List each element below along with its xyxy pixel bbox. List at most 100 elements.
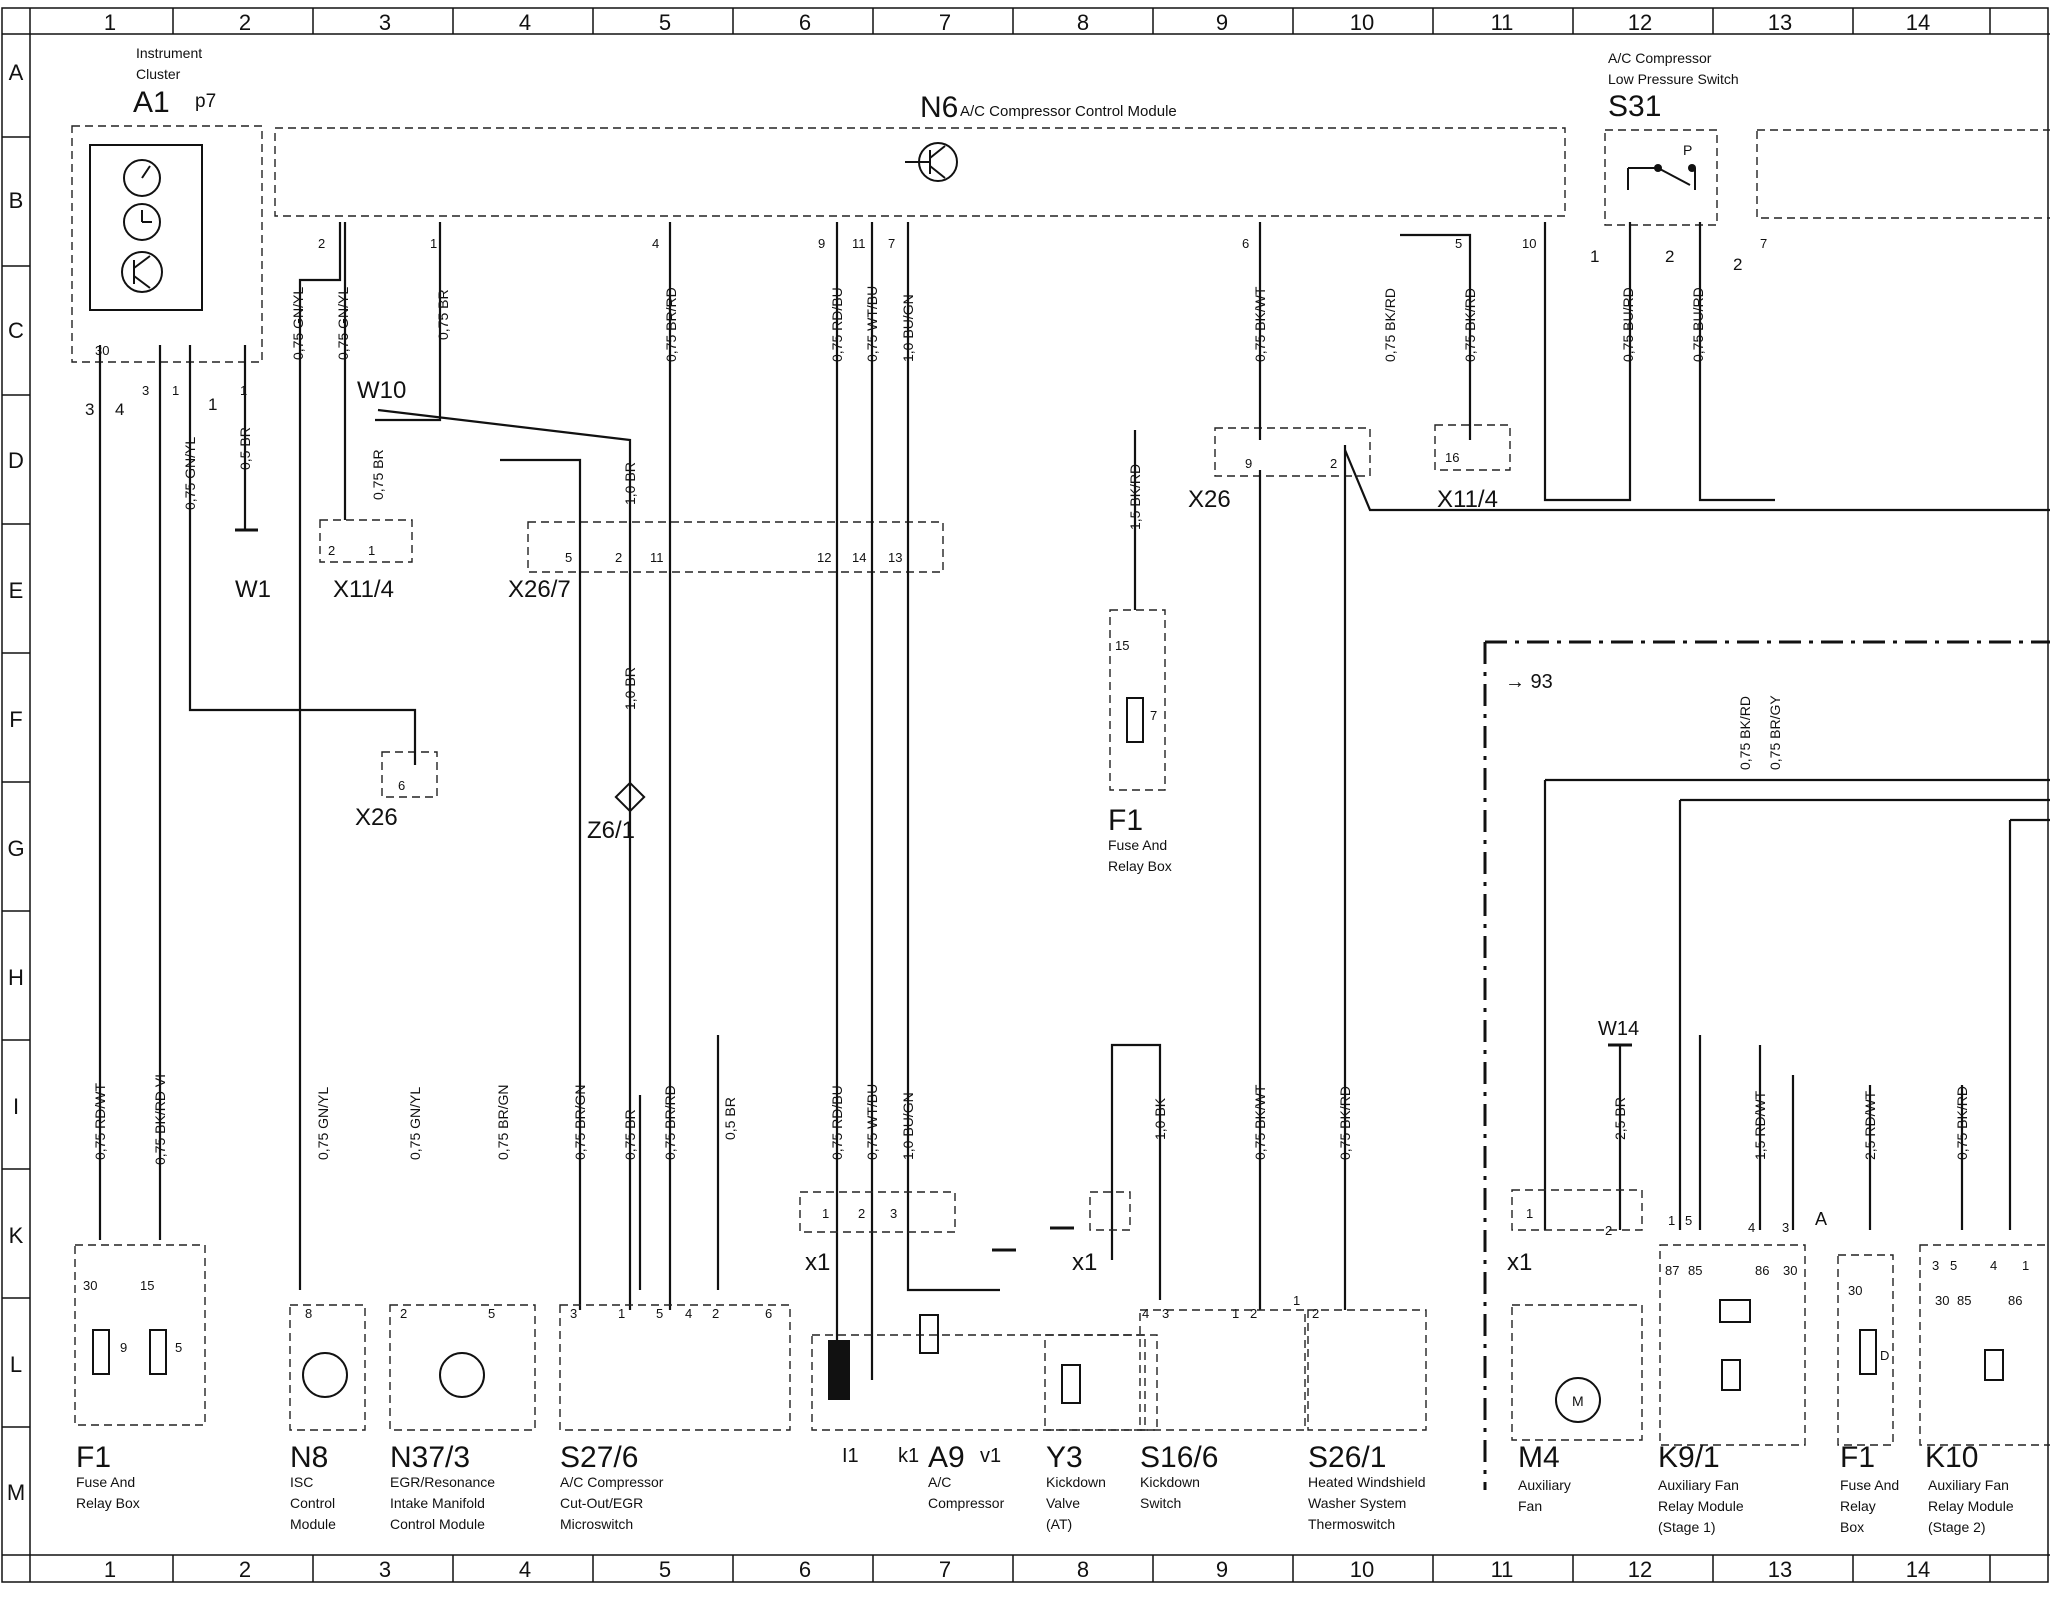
- wire-label: 0,75 GN/YL: [182, 437, 198, 510]
- pin-number: 2: [328, 543, 335, 558]
- connector-label: A: [1815, 1209, 1827, 1229]
- col-num: 12: [1628, 1557, 1652, 1582]
- pin-number: 11: [852, 236, 866, 251]
- component-desc: Fuse And: [76, 1474, 135, 1490]
- pin-number: 2: [1312, 1306, 1319, 1321]
- connector-label: X11/4: [333, 576, 394, 603]
- wire-label: 0,75 GN/YL: [335, 287, 351, 360]
- pin-number: 9: [818, 236, 825, 251]
- pin-number: 85: [1688, 1263, 1702, 1278]
- col-num: 5: [659, 1557, 671, 1582]
- pin-number: 87: [1665, 1263, 1679, 1278]
- pin-number: 4: [115, 400, 124, 419]
- wire-label: 0,5 BR: [722, 1097, 738, 1140]
- pin-number: 9: [120, 1340, 127, 1355]
- wire-label: 0,75 RD/BU: [829, 1085, 845, 1160]
- col-num: 9: [1216, 1557, 1228, 1582]
- col-num: 14: [1906, 10, 1930, 35]
- col-num: 1: [104, 10, 116, 35]
- component-desc: Washer System: [1308, 1495, 1406, 1511]
- s31-low-pressure-switch: A/C Compressor Low Pressure Switch S31 P: [1604, 50, 1739, 226]
- wire-label: 0,75 BK/RD: [1954, 1086, 1970, 1160]
- pin-number: 2: [858, 1206, 865, 1221]
- component-desc: Control: [290, 1495, 335, 1511]
- pin-number: 5: [1950, 1258, 1957, 1273]
- column-numbers-top: 1 2 3 4 5 6 7 8 9 10 11 12 13 14: [104, 10, 1930, 35]
- pin-number: 30: [83, 1278, 97, 1293]
- f1-mid-id: F1: [1108, 804, 1143, 837]
- pin-number: 1: [1526, 1206, 1533, 1221]
- component-desc: (AT): [1046, 1516, 1072, 1532]
- pin-number: 1: [430, 236, 437, 251]
- pin-number: 85: [1957, 1293, 1971, 1308]
- wire-label: 0,75 BR: [370, 449, 386, 500]
- wire-label: 1,0 BR: [622, 462, 638, 505]
- pin-number: 10: [1522, 236, 1536, 251]
- pin-number: 4: [1990, 1258, 1997, 1273]
- component-id: K9/1: [1658, 1441, 1720, 1474]
- pin-number: 6: [1242, 236, 1249, 251]
- pin-number: 9: [1245, 456, 1252, 471]
- connector-label: W10: [357, 377, 406, 404]
- component-id: N37/3: [390, 1441, 470, 1474]
- wire-label: 0,75 WT/BU: [864, 286, 880, 362]
- component-desc: Relay Box: [76, 1495, 140, 1511]
- wire-label: 0,75 BU/RD: [1620, 287, 1636, 362]
- col-num: 11: [1491, 1557, 1514, 1582]
- component-id: I1: [842, 1445, 859, 1467]
- component-desc: Cut-Out/EGR: [560, 1495, 643, 1511]
- col-num: 10: [1350, 10, 1374, 35]
- wire-label: 0,75 RD/BU: [829, 287, 845, 362]
- x26-7-strip: [527, 521, 944, 573]
- col-num: 13: [1768, 1557, 1792, 1582]
- wire-label: 0,75 BU/RD: [1690, 287, 1706, 362]
- col-num: 10: [1350, 1557, 1374, 1582]
- component-id: S26/1: [1308, 1441, 1386, 1474]
- row-letter: H: [8, 965, 24, 990]
- col-num: 2: [239, 1557, 251, 1582]
- ground-icon: [235, 528, 1632, 1252]
- f1-fuse-box-mid: [1109, 609, 1166, 791]
- x11-4-left: [319, 519, 413, 563]
- pin-number: 30: [1848, 1283, 1862, 1298]
- row-letter: B: [9, 188, 24, 213]
- x26-strip: [1214, 427, 1371, 477]
- row-letter: L: [10, 1352, 22, 1377]
- pin-number: 1: [2022, 1258, 2029, 1273]
- row-letter: G: [7, 836, 24, 861]
- col-num: 12: [1628, 10, 1652, 35]
- wire-label: 0,75 BR: [435, 289, 451, 340]
- connector-label: X26: [1188, 486, 1231, 513]
- transistor-icon: [302, 1352, 485, 1398]
- pin-number: 2: [1605, 1223, 1612, 1238]
- pin-number: 5: [1685, 1213, 1692, 1228]
- component-desc: Auxiliary Fan: [1658, 1477, 1739, 1493]
- component-id: F1: [76, 1441, 111, 1474]
- relay-coil-icon: [828, 1299, 2004, 1404]
- pin-number: 2: [615, 550, 622, 565]
- connector-label: X11/4: [1437, 486, 1498, 513]
- s31-desc-2: Low Pressure Switch: [1608, 71, 1739, 87]
- a1-id: A1: [133, 86, 170, 119]
- pin-number: 6: [398, 778, 405, 793]
- component-id: S27/6: [560, 1441, 638, 1474]
- pin-number: 7: [888, 236, 895, 251]
- wire-label: 1,0 BU/GN: [900, 294, 916, 362]
- pin-number: 3: [570, 1306, 577, 1321]
- component-desc: Compressor: [928, 1495, 1005, 1511]
- component-desc: Auxiliary Fan: [1928, 1477, 2009, 1493]
- col-num: 4: [519, 1557, 531, 1582]
- f1-mid-desc-2: Relay Box: [1108, 858, 1172, 874]
- s31-desc-1: A/C Compressor: [1608, 50, 1712, 66]
- component-desc: (Stage 2): [1928, 1519, 1986, 1535]
- component-desc: (Stage 1): [1658, 1519, 1716, 1535]
- component-desc: Fuse And: [1840, 1477, 1899, 1493]
- a1-instrument-cluster: Instrument Cluster A1 p7: [71, 45, 263, 363]
- switch-icon: P: [1627, 142, 1696, 190]
- component-desc: Kickdown: [1140, 1474, 1200, 1490]
- n6-desc: A/C Compressor Control Module: [960, 103, 1177, 120]
- wire-labels: 0,75 GN/YL 0,75 GN/YL 0,75 BR 0,75 BR/RD…: [92, 286, 1970, 1165]
- pin-number: 2: [318, 236, 325, 251]
- component-desc: Thermoswitch: [1308, 1516, 1395, 1532]
- row-letter: K: [9, 1223, 24, 1248]
